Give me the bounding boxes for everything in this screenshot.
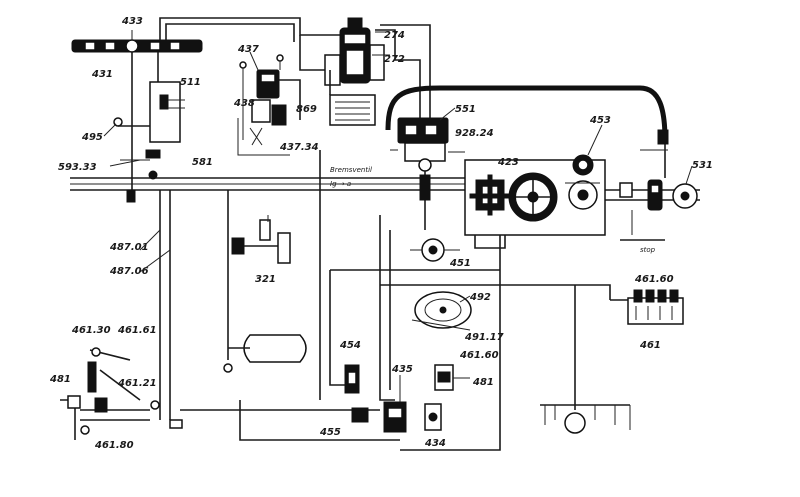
part-461-60-block (610, 289, 684, 325)
label-511: 511 (180, 77, 201, 88)
label-928-24: 928.24 (455, 128, 494, 139)
label-272: 272 (384, 54, 405, 65)
label-581: 581 (192, 157, 213, 168)
part-438-valve (237, 54, 301, 156)
label-423: 423 (497, 157, 519, 168)
label-461-61: 461.61 (117, 325, 157, 336)
leader-lines (103, 51, 693, 303)
label-454: 454 (339, 340, 361, 351)
label-495: 495 (81, 132, 103, 143)
label-437-34: 437.34 (279, 142, 319, 153)
part-551-block (385, 85, 668, 230)
label-487-06: 487.06 (109, 266, 149, 277)
label-869: 869 (296, 104, 317, 115)
label-481: 481 (472, 377, 494, 388)
reservoir (223, 334, 307, 373)
part-511-cluster (113, 81, 185, 203)
label-492: 492 (469, 292, 491, 303)
label-461b: 461 (639, 340, 661, 351)
label-stop: stop (640, 246, 656, 254)
label-531: 531 (692, 160, 713, 171)
bottom-right-motor (540, 404, 631, 434)
label-461-60b: 461.60 (459, 350, 499, 361)
label-437: 437 (237, 44, 259, 55)
pedal-mechanism (60, 347, 183, 440)
label-461-80: 461.80 (94, 440, 134, 451)
label-431: 431 (91, 69, 113, 80)
label-461-30: 461.30 (71, 325, 111, 336)
label-438: 438 (233, 98, 255, 109)
label-274: 274 (384, 30, 405, 41)
label-flow-tag: Ig → a (330, 180, 351, 188)
label-593-33: 593.33 (58, 162, 97, 173)
part-321-unit (231, 215, 291, 264)
part-435-cluster (351, 364, 470, 433)
label-453: 453 (589, 115, 611, 126)
label-bremsventil: Bremsventil (330, 166, 372, 174)
part-451-gauge (410, 238, 460, 262)
label-435: 435 (391, 364, 413, 375)
label-434: 434 (424, 438, 446, 449)
label-491-17: 491.17 (464, 332, 504, 343)
label-321: 321 (255, 274, 276, 285)
part-869-block (329, 70, 376, 126)
part-454-valve (344, 364, 360, 394)
lower-piping (180, 215, 611, 451)
label-461-21: 461.21 (117, 378, 157, 389)
labels: 433 431 437 274 272 438 869 511 495 437.… (49, 16, 713, 451)
label-433: 433 (121, 16, 143, 27)
label-487-01: 487.01 (109, 242, 149, 253)
label-455: 455 (319, 427, 341, 438)
vertical-lines-487 (159, 150, 321, 420)
part-272-cylinder (324, 17, 390, 86)
part-453-unit (565, 154, 600, 210)
label-461-60a: 461.60 (634, 274, 674, 285)
top-piping (159, 17, 431, 120)
label-481b: 481 (49, 374, 71, 385)
label-451: 451 (449, 258, 471, 269)
part-531-unit (619, 129, 698, 241)
label-551: 551 (455, 104, 476, 115)
part-492-disk (411, 291, 472, 331)
part-431-rail (71, 30, 203, 200)
